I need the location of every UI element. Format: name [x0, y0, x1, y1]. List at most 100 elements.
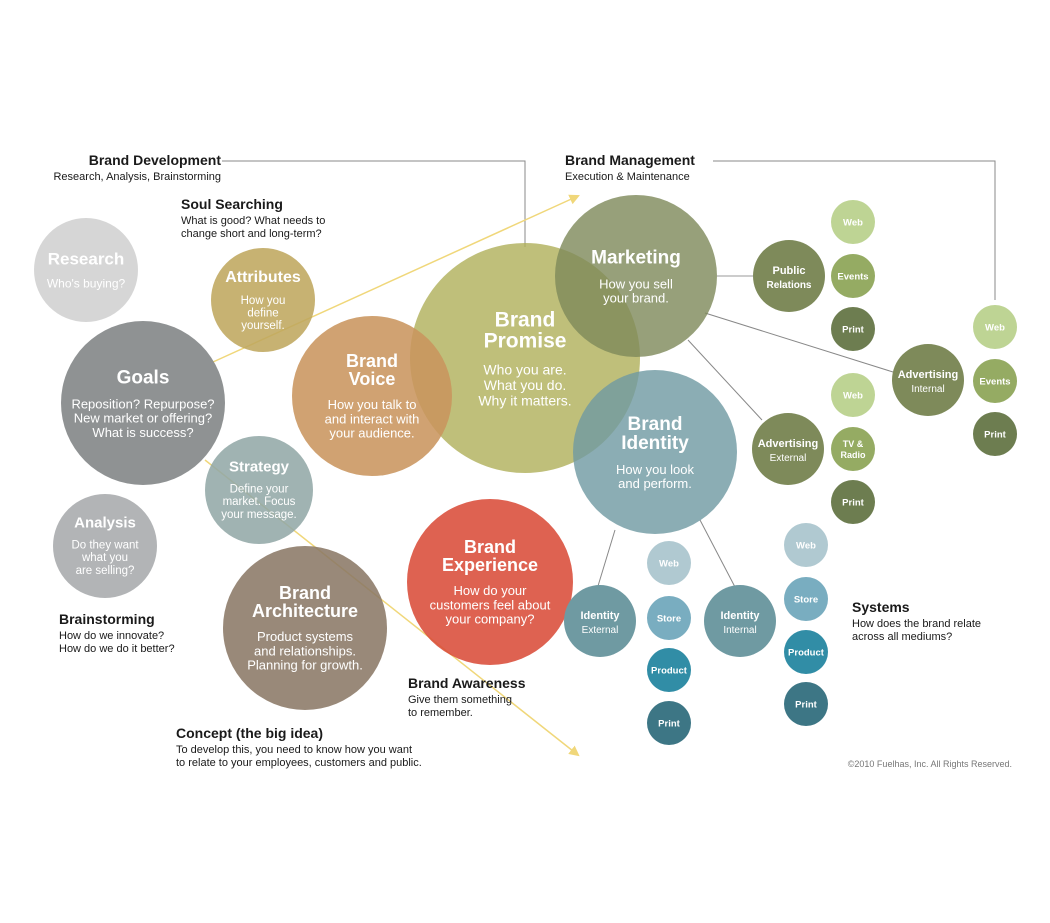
leaf-shape — [647, 648, 691, 692]
leaf-adv-int-web[interactable]: Web — [973, 305, 1017, 349]
heading-title: Brand Development — [89, 152, 222, 168]
experience-body: customers feel about — [430, 597, 551, 612]
leaf-id-ext-product[interactable]: Product — [647, 648, 691, 692]
leaf-adv-ext-print[interactable]: Print — [831, 480, 875, 524]
architecture-circle-shape — [223, 546, 387, 710]
leaf-adv-int-events[interactable]: Events — [973, 359, 1017, 403]
analysis-body: are selling? — [76, 565, 135, 577]
heading-title: Brand Awareness — [408, 675, 526, 691]
promise-title: Promise — [484, 330, 567, 353]
leaf-label: Radio — [840, 450, 866, 460]
leaf-label: Product — [788, 648, 825, 659]
identity-external-connector — [597, 529, 616, 587]
node-label: Identity — [580, 610, 620, 622]
experience-body: How do your — [454, 583, 528, 598]
leaf-label: Print — [795, 700, 817, 711]
node-label: Advertising — [898, 369, 959, 381]
goals-body: New market or offering? — [74, 411, 213, 426]
experience-circle-shape — [407, 499, 573, 665]
analysis-body: Do they want — [71, 540, 139, 552]
leaf-adv-ext-tv[interactable]: TV &Radio — [831, 427, 875, 471]
identity-title: Brand — [628, 414, 683, 435]
promise-title: Brand — [495, 309, 556, 332]
node-label: Public — [772, 265, 805, 277]
leaf-shape — [647, 701, 691, 745]
heading-text: to relate to your employees, customers a… — [176, 757, 422, 769]
leaf-id-ext-store[interactable]: Store — [647, 596, 691, 640]
leaf-id-int-store[interactable]: Store — [784, 577, 828, 621]
connectors — [222, 160, 996, 588]
heading-title: Brainstorming — [59, 611, 155, 627]
leaf-shape — [647, 541, 691, 585]
analysis-body: what you — [81, 552, 128, 564]
marketing-body: your brand. — [603, 291, 669, 306]
goals-circle-shape — [61, 321, 225, 485]
marketing-body: How you sell — [599, 276, 673, 291]
heading-text: How do we do it better? — [59, 643, 175, 655]
heading-title: Systems — [852, 599, 910, 615]
strategy-body: market. Focus — [223, 496, 296, 508]
leaf-pr-events[interactable]: Events — [831, 254, 875, 298]
voice-title: Voice — [349, 369, 396, 389]
node-sublabel: External — [582, 625, 619, 636]
leaf-id-int-product[interactable]: Product — [784, 630, 828, 674]
research-title: Research — [48, 250, 125, 269]
leaf-shape — [831, 427, 875, 471]
strategy-body: Define your — [230, 484, 289, 496]
identity-circle-shape — [573, 370, 737, 534]
leaf-shape — [784, 523, 828, 567]
promise-body: Who you are. — [483, 362, 566, 378]
leaf-label: Web — [843, 391, 863, 402]
heading-text: Give them something — [408, 694, 512, 706]
heading-title: Concept (the big idea) — [176, 725, 323, 741]
leaf-label: Print — [984, 430, 1006, 441]
leaf-id-ext-print[interactable]: Print — [647, 701, 691, 745]
leaf-id-int-print[interactable]: Print — [784, 682, 828, 726]
brand-management-connector — [713, 160, 996, 300]
copyright: ©2010 Fuelhas, Inc. All Rights Reserved. — [848, 759, 1012, 769]
goals-body: Reposition? Repurpose? — [71, 396, 214, 411]
architecture-body: and relationships. — [254, 643, 356, 658]
leaf-pr-print[interactable]: Print — [831, 307, 875, 351]
leaf-adv-ext-web[interactable]: Web — [831, 373, 875, 417]
identity-body: and perform. — [618, 476, 692, 491]
leaf-shape — [647, 596, 691, 640]
architecture-title: Brand — [279, 583, 331, 603]
leaf-id-int-web[interactable]: Web — [784, 523, 828, 567]
voice-body: How you talk to — [328, 397, 417, 412]
leaf-shape — [831, 200, 875, 244]
leaf-shape — [831, 480, 875, 524]
leaf-label: Print — [842, 498, 864, 509]
node-label: Advertising — [758, 438, 819, 450]
leaf-label: Web — [985, 323, 1005, 334]
node-shape — [753, 240, 825, 312]
leaf-shape — [784, 682, 828, 726]
leaf-shape — [831, 373, 875, 417]
leaf-id-ext-web[interactable]: Web — [647, 541, 691, 585]
identity-internal-connector — [699, 519, 736, 588]
leaf-label: Web — [843, 218, 863, 229]
leaf-adv-int-print[interactable]: Print — [973, 412, 1017, 456]
marketing-title: Marketing — [591, 247, 681, 268]
leaf-label: Print — [658, 719, 680, 730]
marketing-adv-internal-connector — [704, 312, 894, 373]
leaf-pr-web[interactable]: Web — [831, 200, 875, 244]
